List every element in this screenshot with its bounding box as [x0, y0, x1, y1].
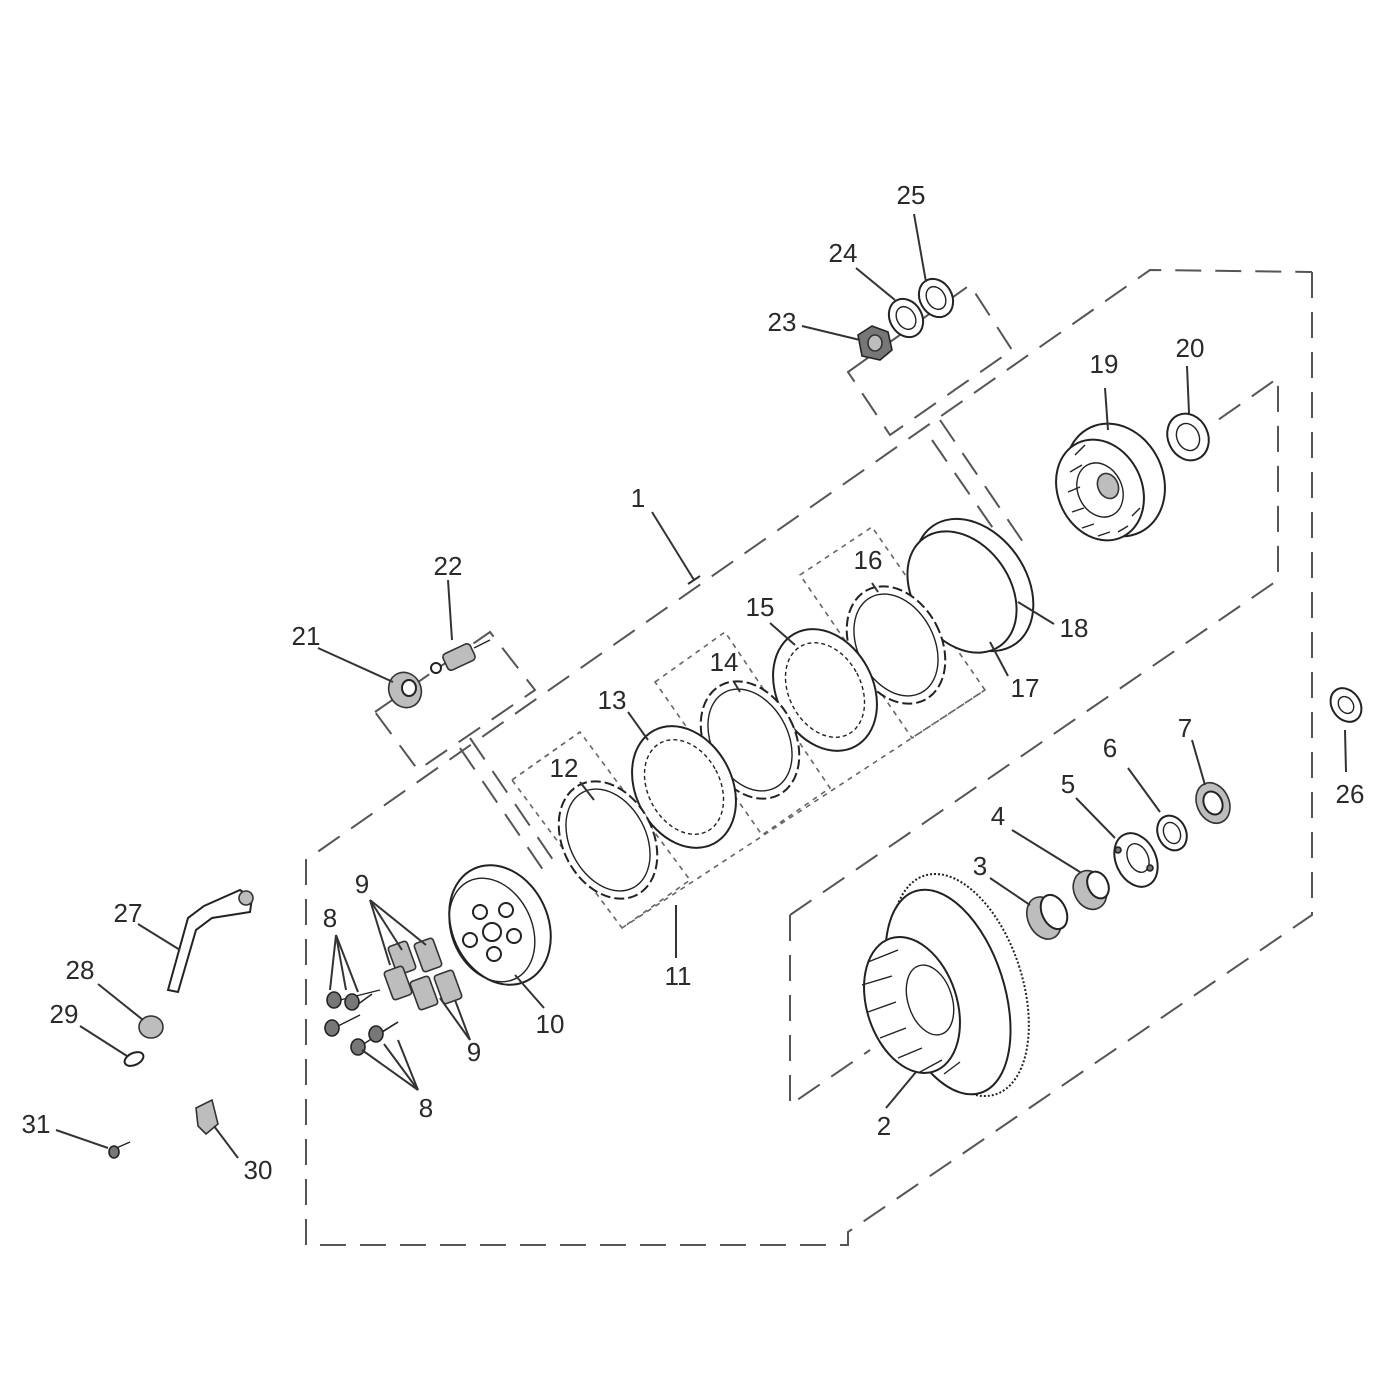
callout-22: 22 [434, 551, 463, 581]
washer-26 [1329, 687, 1363, 723]
nut-23 [857, 325, 893, 361]
callout-3: 3 [973, 851, 987, 881]
callout-9-top: 9 [355, 869, 369, 899]
callout-12: 12 [550, 753, 579, 783]
callout-26: 26 [1336, 779, 1365, 809]
bracket-30 [195, 1098, 219, 1136]
pressure-plate-10 [448, 864, 552, 986]
bearing-7 [1195, 782, 1231, 824]
circlip-29 [123, 1051, 145, 1067]
callout-10: 10 [536, 1009, 565, 1039]
callout-21: 21 [292, 621, 321, 651]
spacer-6 [1156, 814, 1188, 852]
steel-plate-15 [772, 628, 878, 752]
callout-29: 29 [50, 999, 79, 1029]
callout-5: 5 [1061, 769, 1075, 799]
callout-11: 11 [665, 961, 692, 991]
callout-17: 17 [1011, 673, 1040, 703]
callout-8-bottom: 8 [419, 1093, 433, 1123]
bush-4 [1072, 869, 1110, 911]
leader-lines [55, 213, 1347, 1159]
callout-4: 4 [991, 801, 1005, 831]
callout-8-top: 8 [323, 903, 337, 933]
callout-7: 7 [1178, 713, 1192, 743]
bolt-31 [108, 1141, 131, 1159]
clutch-hub-19 [1055, 422, 1166, 542]
callout-18: 18 [1060, 613, 1089, 643]
washer-20 [1166, 412, 1210, 462]
bolts-8 [324, 989, 399, 1056]
callout-25: 25 [897, 180, 926, 210]
callout-labels: 1 2 3 4 5 6 7 8 8 9 9 10 11 12 13 14 15 … [22, 180, 1365, 1185]
assembly-boundaries [305, 268, 1313, 1246]
callout-2: 2 [877, 1111, 891, 1141]
clutch-basket-2 [861, 872, 1030, 1098]
callout-13: 13 [598, 685, 627, 715]
callout-30: 30 [244, 1155, 273, 1185]
callout-24: 24 [829, 238, 858, 268]
bearing-21 [387, 671, 423, 709]
washer-24 [887, 297, 925, 339]
callout-23: 23 [768, 307, 797, 337]
callout-1: 1 [631, 483, 645, 513]
callout-27: 27 [114, 898, 143, 928]
needle-bearing-3 [1025, 893, 1069, 940]
push-rod-22 [430, 639, 491, 674]
callout-20: 20 [1176, 333, 1205, 363]
callout-6: 6 [1103, 733, 1117, 763]
callout-14: 14 [710, 647, 739, 677]
springs-9 [383, 937, 463, 1011]
callout-31: 31 [22, 1109, 51, 1139]
callout-19: 19 [1090, 349, 1119, 379]
parts [108, 277, 1363, 1159]
friction-plate-12 [557, 780, 659, 900]
lever-27 [166, 888, 254, 994]
washer-25 [917, 277, 955, 319]
plate-5 [1113, 832, 1159, 888]
callout-16: 16 [854, 545, 883, 575]
callout-9-bottom: 9 [467, 1037, 481, 1067]
callout-15: 15 [746, 592, 775, 622]
bush-28 [138, 1015, 164, 1039]
callout-28: 28 [66, 955, 95, 985]
